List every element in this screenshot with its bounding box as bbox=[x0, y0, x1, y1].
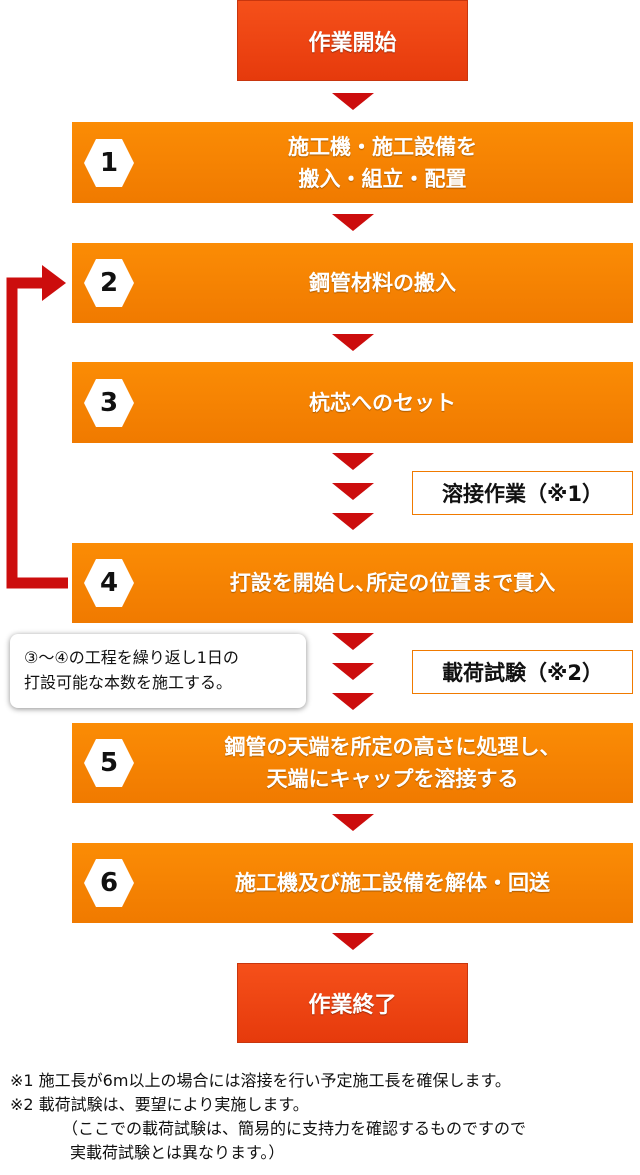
step-number: 2 bbox=[99, 268, 119, 298]
step-6: 6 施工機及び施工設備を解体・回送 bbox=[72, 843, 633, 923]
start-label: 作業開始 bbox=[308, 30, 397, 56]
end-terminal: 作業終了 bbox=[237, 963, 468, 1043]
down-arrow bbox=[332, 633, 374, 650]
step-5: 5 鋼管の天端を所定の高さに処理し、 天端にキャップを溶接する bbox=[72, 723, 633, 803]
welding-note: 溶接作業（※1） bbox=[412, 471, 633, 515]
callout-line: 打設可能な本数を施工する。 bbox=[24, 673, 233, 692]
repeat-callout: ③〜④の工程を繰り返し1日の 打設可能な本数を施工する。 bbox=[10, 634, 306, 708]
down-arrow bbox=[332, 453, 374, 470]
step-text: 施工機及び施工設備を解体・回送 bbox=[235, 871, 550, 895]
footnote-1: ※1 施工長が6m以上の場合には溶接を行い予定施工長を確保します。 bbox=[10, 1071, 511, 1090]
callout-line: ③〜④の工程を繰り返し1日の bbox=[24, 648, 239, 667]
load-test-note-label: 載荷試験（※2） bbox=[441, 661, 604, 685]
step-text-line: 天端にキャップを溶接する bbox=[266, 767, 519, 791]
step-2: 2 鋼管材料の搬入 bbox=[72, 243, 633, 323]
step-number-badge: 6 bbox=[83, 857, 135, 909]
down-arrow bbox=[332, 693, 374, 710]
footnote-2-detail: 実載荷試験とは異なります。） bbox=[70, 1143, 285, 1162]
step-number: 5 bbox=[99, 748, 119, 778]
step-text: 鋼管の天端を所定の高さに処理し、 天端にキャップを溶接する bbox=[72, 731, 633, 795]
start-terminal: 作業開始 bbox=[237, 0, 468, 81]
down-arrow bbox=[332, 483, 374, 500]
step-text-line: 鋼管の天端を所定の高さに処理し、 bbox=[224, 735, 561, 759]
footnote-2: ※2 載荷試験は、要望により実施します。 bbox=[10, 1095, 309, 1114]
step-number-badge: 5 bbox=[83, 737, 135, 789]
down-arrow bbox=[332, 933, 374, 950]
down-arrow bbox=[332, 93, 374, 110]
step-number: 3 bbox=[99, 387, 119, 418]
step-3: 3 杭芯へのセット bbox=[72, 362, 633, 443]
footnote-2-detail: （ここでの載荷試験は、簡易的に支持力を確認するものですので bbox=[62, 1119, 527, 1138]
step-text-line: 搬入・組立・配置 bbox=[298, 166, 467, 191]
loop-back-arrow bbox=[6, 265, 68, 589]
step-text-line: 施工機・施工設備を bbox=[288, 134, 477, 159]
step-number: 1 bbox=[99, 147, 119, 178]
step-number-badge: 1 bbox=[83, 137, 135, 189]
step-text: 鋼管材料の搬入 bbox=[309, 271, 456, 295]
end-label: 作業終了 bbox=[308, 993, 397, 1018]
step-number: 6 bbox=[99, 868, 119, 898]
step-4: 4 打設を開始し､所定の位置まで貫入 bbox=[72, 543, 633, 623]
footnotes: ※1 施工長が6m以上の場合には溶接を行い予定施工長を確保します。 ※2 載荷試… bbox=[10, 1069, 635, 1165]
step-text: 施工機・施工設備を 搬入・組立・配置 bbox=[72, 131, 633, 195]
step-1: 1 施工機・施工設備を 搬入・組立・配置 bbox=[72, 122, 633, 203]
step-number-badge: 3 bbox=[83, 377, 135, 429]
down-arrow bbox=[332, 214, 374, 231]
down-arrow bbox=[332, 814, 374, 831]
step-number-badge: 4 bbox=[83, 557, 135, 609]
welding-note-label: 溶接作業（※1） bbox=[441, 482, 604, 506]
step-text: 杭芯へのセット bbox=[309, 390, 456, 415]
step-number: 4 bbox=[99, 568, 119, 598]
down-arrow bbox=[332, 663, 374, 680]
step-number-badge: 2 bbox=[83, 257, 135, 309]
step-text: 打設を開始し､所定の位置まで貫入 bbox=[229, 571, 556, 595]
down-arrow bbox=[332, 334, 374, 351]
load-test-note: 載荷試験（※2） bbox=[412, 650, 633, 694]
down-arrow bbox=[332, 513, 374, 530]
